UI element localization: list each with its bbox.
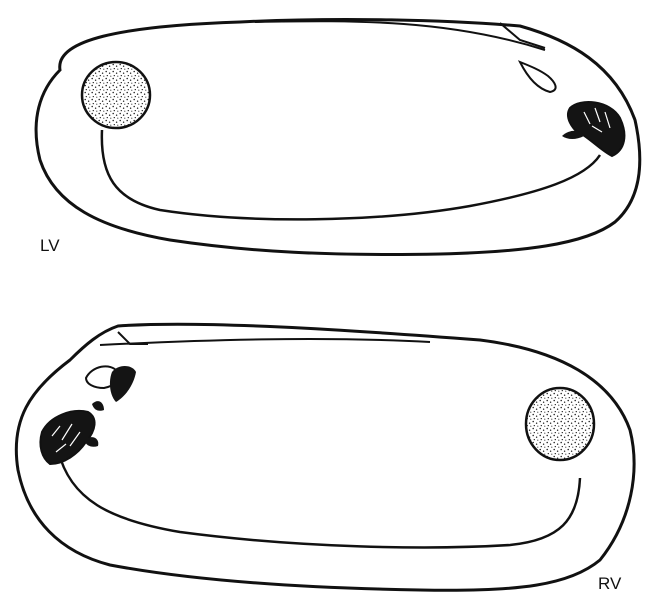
- right-valve-outline: [16, 324, 634, 590]
- left-valve-adductor-scar: [82, 62, 150, 128]
- left-valve: [36, 19, 640, 254]
- right-valve-hinge-line: [100, 339, 430, 345]
- right-valve-posterior-scar: [40, 411, 94, 464]
- left-valve-pallial-line: [102, 130, 600, 219]
- right-valve-upper-scar: [110, 366, 136, 402]
- right-valve-label: RV: [598, 575, 621, 592]
- right-valve-notch: [92, 401, 104, 411]
- left-valve-siphon-mark: [520, 62, 556, 92]
- left-valve-label: LV: [40, 237, 60, 254]
- right-valve-pallial-line: [58, 450, 580, 547]
- right-valve: [16, 324, 634, 590]
- right-valve-adductor-scar: [526, 388, 594, 460]
